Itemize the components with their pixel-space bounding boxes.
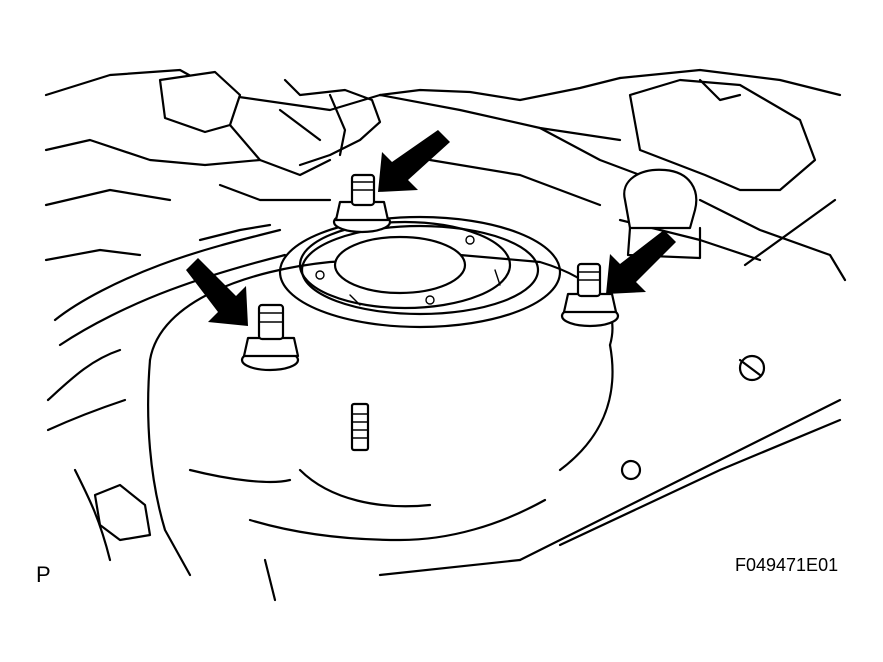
view-label: P bbox=[36, 562, 51, 587]
arrow-right bbox=[606, 230, 676, 294]
arrow-top bbox=[378, 130, 450, 192]
upper-mount bbox=[278, 215, 562, 329]
reservoir-cap bbox=[623, 78, 817, 260]
lower-bracket bbox=[73, 468, 152, 562]
stud-bolt bbox=[350, 402, 370, 452]
body-panels bbox=[44, 68, 847, 282]
indicator-arrows bbox=[186, 130, 676, 326]
right-panel bbox=[378, 354, 842, 577]
figure-id: F049471E01 bbox=[735, 555, 839, 575]
harness-bracket bbox=[158, 70, 382, 242]
mount-nut-top bbox=[332, 173, 392, 234]
mount-nut-left bbox=[240, 303, 300, 372]
mount-nut-right bbox=[560, 262, 620, 328]
arrow-left bbox=[186, 258, 248, 326]
wiring-harness bbox=[46, 228, 287, 432]
